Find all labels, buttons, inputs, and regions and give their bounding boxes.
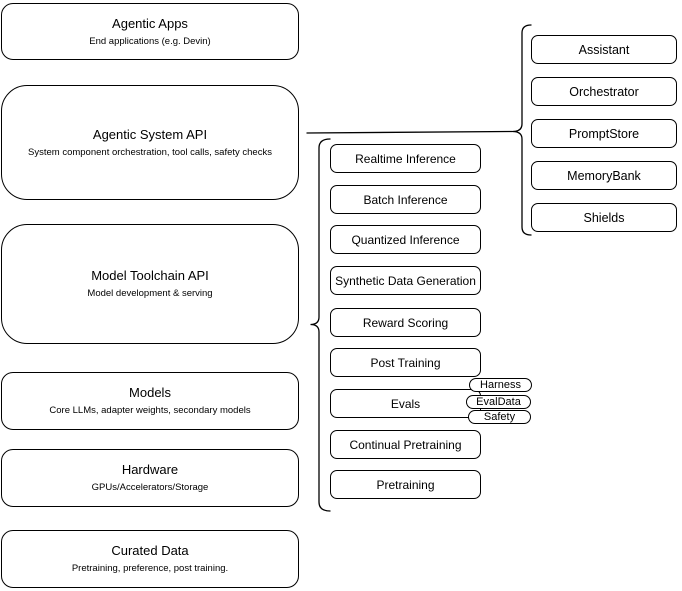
box-title: Model Toolchain API	[91, 268, 209, 283]
system-components-bracket	[512, 24, 532, 236]
box-label: Reward Scoring	[362, 315, 449, 330]
box-pretraining: Pretraining	[330, 470, 481, 499]
box-orchestrator: Orchestrator	[531, 77, 677, 106]
tag-label: Safety	[483, 411, 516, 423]
box-quantized-inference: Quantized Inference	[330, 225, 481, 254]
tag-label: Harness	[480, 379, 521, 391]
box-label: Shields	[583, 210, 625, 225]
tag-label: EvalData	[476, 396, 521, 408]
box-hardware: Hardware GPUs/Accelerators/Storage	[1, 449, 299, 507]
line-system-api-to-components-bracket	[306, 130, 513, 134]
box-model-toolchain-api: Model Toolchain API Model development & …	[1, 224, 299, 344]
box-agentic-system-api: Agentic System API System component orch…	[1, 85, 299, 200]
box-subtitle: GPUs/Accelerators/Storage	[91, 482, 209, 493]
box-label: Pretraining	[376, 477, 435, 492]
box-title: Agentic System API	[92, 126, 208, 142]
box-agentic-apps: Agentic Apps End applications (e.g. Devi…	[1, 3, 299, 60]
box-post-training: Post Training	[330, 348, 481, 377]
box-models: Models Core LLMs, adapter weights, secon…	[1, 372, 299, 430]
box-continual-pretraining: Continual Pretraining	[330, 430, 481, 459]
box-label: Assistant	[578, 42, 630, 57]
box-label: Evals	[390, 396, 421, 411]
box-title: Models	[129, 385, 171, 400]
box-shields: Shields	[531, 203, 677, 232]
box-label: Batch Inference	[363, 192, 448, 207]
tag-safety: Safety	[468, 410, 531, 424]
box-subtitle: Core LLMs, adapter weights, secondary mo…	[49, 405, 251, 416]
box-assistant: Assistant	[531, 35, 677, 64]
box-subtitle: Pretraining, preference, post training.	[71, 563, 229, 574]
tag-harness: Harness	[469, 378, 532, 392]
box-synthetic-data-generation: Synthetic Data Generation	[330, 266, 481, 295]
box-curated-data: Curated Data Pretraining, preference, po…	[1, 530, 299, 588]
box-reward-scoring: Reward Scoring	[330, 308, 481, 337]
box-label: Quantized Inference	[351, 232, 460, 247]
box-label: Continual Pretraining	[349, 437, 462, 452]
box-memorybank: MemoryBank	[531, 161, 677, 190]
box-promptstore: PromptStore	[531, 119, 677, 148]
box-realtime-inference: Realtime Inference	[330, 144, 481, 173]
box-evals: Evals	[330, 389, 481, 418]
box-label: PromptStore	[568, 126, 640, 141]
toolchain-services-bracket	[310, 138, 331, 512]
box-subtitle: Model development & serving	[87, 288, 213, 299]
box-label: Realtime Inference	[355, 151, 456, 166]
box-title: Agentic Apps	[112, 15, 188, 31]
box-label: Post Training	[370, 355, 441, 370]
box-label: Orchestrator	[569, 84, 639, 99]
box-title: Curated Data	[111, 543, 189, 558]
tag-evaldata: EvalData	[466, 395, 531, 409]
box-subtitle: End applications (e.g. Devin)	[89, 35, 211, 47]
box-batch-inference: Batch Inference	[330, 185, 481, 214]
box-title: Hardware	[121, 462, 179, 477]
box-label: Synthetic Data Generation	[335, 273, 476, 288]
box-label: MemoryBank	[567, 168, 641, 183]
box-subtitle: System component orchestration, tool cal…	[28, 146, 272, 158]
